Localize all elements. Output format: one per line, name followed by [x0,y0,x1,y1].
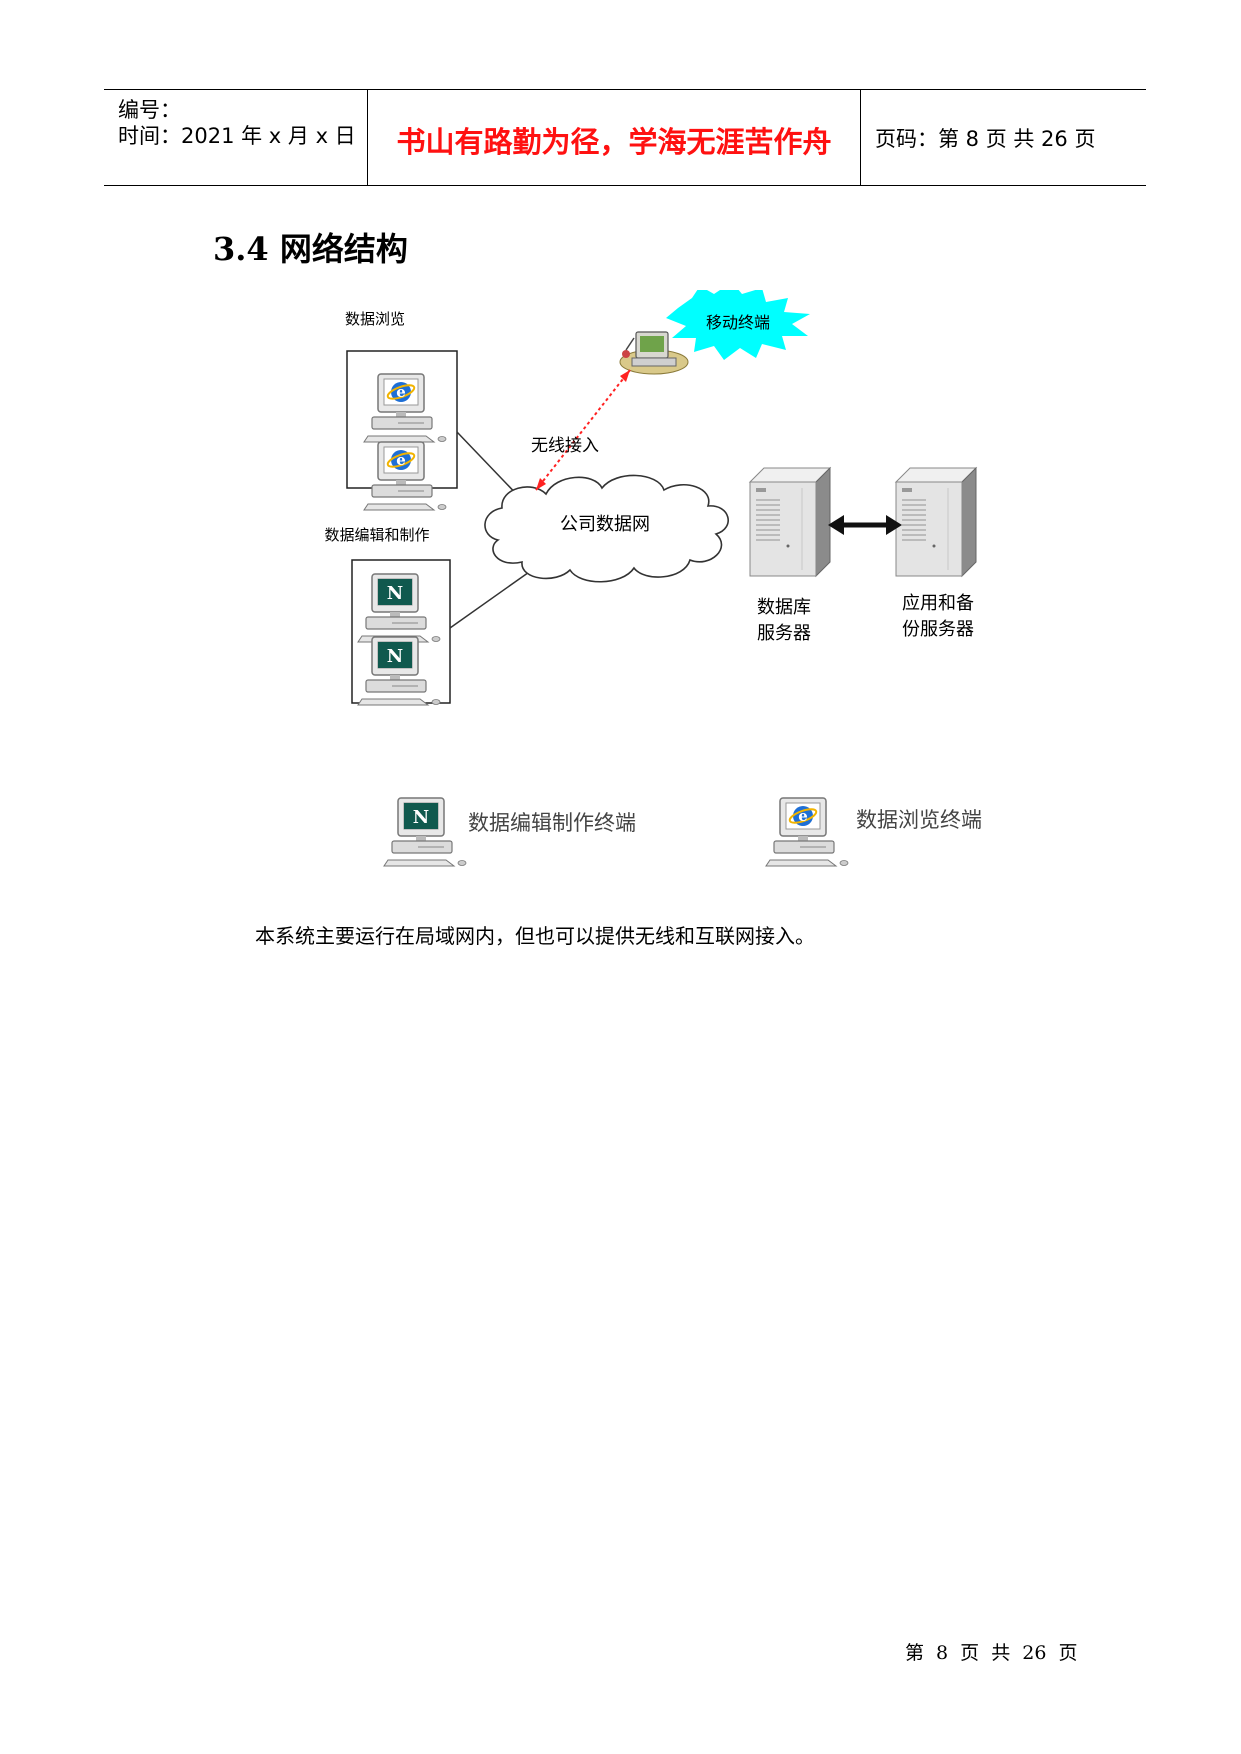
legend-edit-pc-icon [383,797,467,867]
company-network-label: 公司数据网 [560,514,650,535]
mobile-device-icon [619,331,689,375]
header-page-code: 页码：第 8 页 共 26 页 [875,127,1096,151]
network-diagram-svg: e N [324,290,982,867]
header-meta-cell: 编号： 时间：2021 年 x 月 x 日 [104,90,368,185]
wireless-link [535,369,631,491]
mobile-terminal-label: 移动终端 [706,313,770,332]
page-footer: 第 8 页 共 26 页 [905,1642,1078,1664]
edit-link [449,569,533,629]
editor-icon [378,579,412,605]
wireless-arrow-bottom [536,478,546,490]
database-server-label-1: 数据库 [757,597,811,618]
group-browse-label: 数据浏览 [345,310,405,328]
wireless-arrow-top [620,370,630,382]
app-server-label-1: 应用和备 [902,593,974,614]
legend-browse-label: 数据浏览终端 [856,808,982,832]
app-backup-server-icon [895,467,977,577]
header-motto: 书山有路勤为径，学海无涯苦作舟 [396,125,832,159]
database-server-label-2: 服务器 [757,623,811,644]
header-page-cell: 页码：第 8 页 共 26 页 [861,90,1146,185]
database-server-icon [749,467,831,577]
header-motto-cell: 书山有路勤为径，学海无涯苦作舟 [368,90,861,185]
document-time-label: 时间：2021 年 x 月 x 日 [118,124,356,148]
server-sync-arrow [828,515,902,535]
network-diagram: e N [300,290,1080,870]
legend-browse-pc-icon [765,797,849,867]
group-edit-label: 数据编辑和制作 [324,526,429,544]
editor-icon [378,642,412,668]
page-header: 编号： 时间：2021 年 x 月 x 日 书山有路勤为径，学海无涯苦作舟 页码… [104,89,1146,186]
document-number-label: 编号： [118,98,181,122]
body-paragraph: 本系统主要运行在局域网内，但也可以提供无线和互联网接入。 [255,924,815,948]
legend-edit-label: 数据编辑制作终端 [468,811,636,835]
company-network-cloud [484,474,729,583]
app-server-label-2: 份服务器 [902,619,974,640]
wireless-access-label: 无线接入 [531,436,599,456]
mobile-terminal-burst [666,290,810,360]
section-title: 3.4 网络结构 [213,230,408,268]
